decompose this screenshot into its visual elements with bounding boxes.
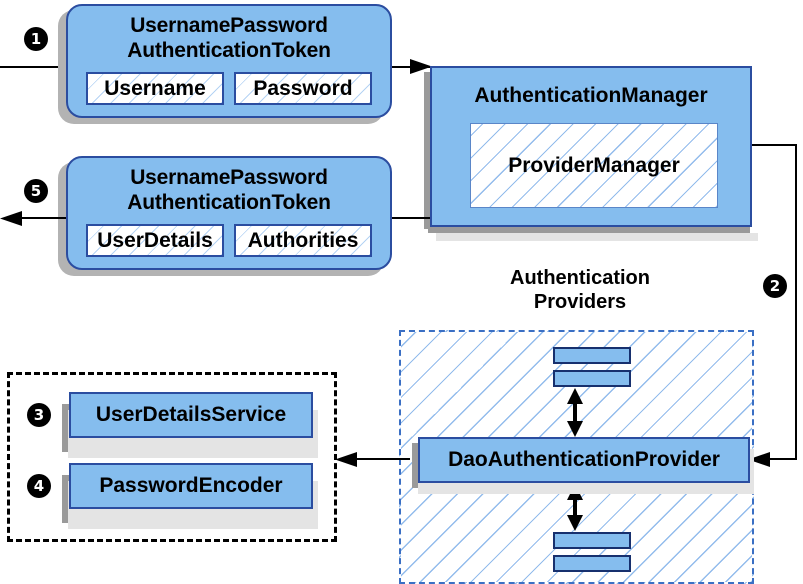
step-badge-1: 1 xyxy=(24,27,48,51)
step-badge-3: 3 xyxy=(27,403,51,427)
step-badge-2: 2 xyxy=(763,274,787,298)
response-token-field-userdetails: UserDetails xyxy=(86,224,224,257)
provider-stub-top-1 xyxy=(553,347,631,364)
request-token-field-password: Password xyxy=(234,72,372,105)
authentication-providers-label-line1: Authentication xyxy=(510,267,650,289)
step5-line-manager-to-token xyxy=(392,217,430,219)
request-token-fields: Username Password xyxy=(86,72,372,105)
authentication-providers-label-line2: Providers xyxy=(533,291,627,313)
dao-to-dependencies-arrowhead xyxy=(335,452,357,467)
authentication-providers-label: Authentication Providers xyxy=(435,266,725,314)
response-token-title-line2: AuthenticationToken xyxy=(127,191,331,214)
step2-arrowhead xyxy=(748,452,770,467)
step2-line-horizontal-bottom xyxy=(768,458,797,460)
request-token-field-username: Username xyxy=(86,72,224,105)
authentication-manager-shadow-dark xyxy=(428,225,750,233)
authentication-manager-box: AuthenticationManager ProviderManager xyxy=(430,66,752,227)
step5-arrowhead xyxy=(0,211,22,226)
step-badge-5: 5 xyxy=(24,179,48,203)
passwordencoder-box: PasswordEncoder xyxy=(69,463,313,509)
authentication-manager-title: AuthenticationManager xyxy=(474,84,708,107)
incoming-request-line xyxy=(0,66,65,68)
provider-stub-bottom-2 xyxy=(553,555,631,572)
dao-authentication-provider-box: DaoAuthenticationProvider xyxy=(418,437,750,483)
dao-to-dependencies-line xyxy=(355,458,410,460)
request-token-title-line2: AuthenticationToken xyxy=(127,39,331,62)
step5-line-token-to-left xyxy=(20,217,66,219)
step1-arrowhead xyxy=(410,59,432,74)
request-token-title-line1: UsernamePassword xyxy=(130,14,328,37)
response-token-card: UsernamePassword AuthenticationToken Use… xyxy=(66,156,392,270)
authentication-manager-shadow-left xyxy=(424,72,432,229)
userdetailsservice-box: UserDetailsService xyxy=(69,392,313,438)
step2-line-vertical xyxy=(795,144,797,460)
authentication-manager-shadow-light xyxy=(436,233,758,241)
request-token-card: UsernamePassword AuthenticationToken Use… xyxy=(66,4,392,118)
response-token-title-line1: UsernamePassword xyxy=(130,166,328,189)
step-badge-4: 4 xyxy=(27,474,51,498)
provider-manager-box: ProviderManager xyxy=(470,123,718,208)
step2-line-horizontal-top xyxy=(752,144,797,146)
response-token-fields: UserDetails Authorities xyxy=(86,224,372,257)
provider-stub-top-2 xyxy=(553,370,631,387)
response-token-field-authorities: Authorities xyxy=(234,224,372,257)
provider-stub-bottom-1 xyxy=(553,532,631,549)
